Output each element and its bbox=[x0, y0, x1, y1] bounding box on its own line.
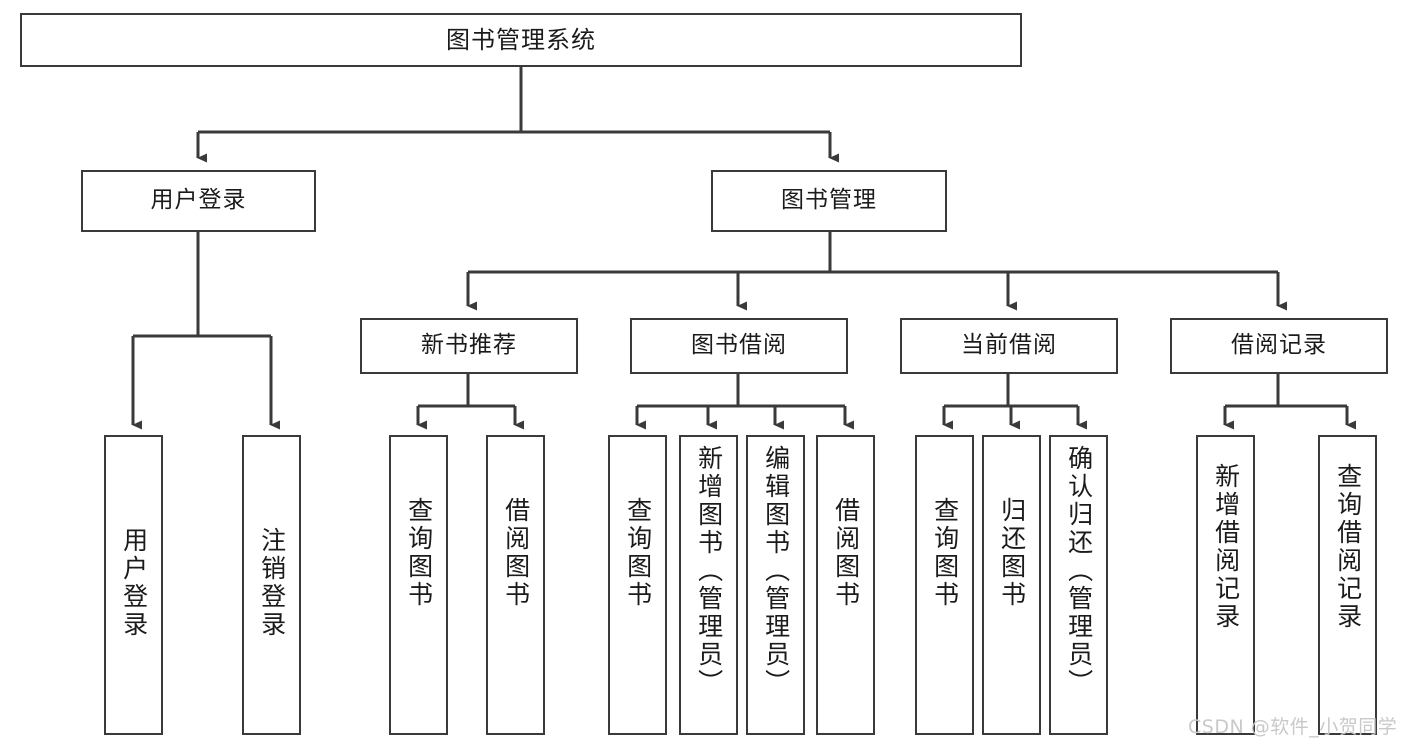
node-label: 查询图书 bbox=[404, 497, 434, 609]
node-label: 归还图书 bbox=[997, 497, 1027, 609]
node-user-login[interactable]: 用户登录 bbox=[81, 170, 316, 232]
node-label: 新增图书（管理员） bbox=[694, 445, 724, 697]
node-label: 用户登录 bbox=[119, 527, 149, 639]
node-label: 当前借阅 bbox=[961, 332, 1057, 359]
node-leaf-user-logout[interactable]: 注销登录 bbox=[242, 435, 301, 735]
node-label: 图书管理系统 bbox=[446, 25, 596, 54]
node-leaf-edit-book[interactable]: 编辑图书（管理员） bbox=[746, 435, 805, 735]
node-label: 新增借阅记录 bbox=[1211, 463, 1241, 631]
node-label: 注销登录 bbox=[257, 527, 287, 639]
node-label: 图书管理 bbox=[781, 187, 877, 214]
node-leaf-query-book-2[interactable]: 查询图书 bbox=[608, 435, 667, 735]
node-leaf-query-record[interactable]: 查询借阅记录 bbox=[1318, 435, 1377, 735]
node-label: 用户登录 bbox=[150, 187, 247, 214]
node-label: 新书推荐 bbox=[421, 332, 517, 359]
node-leaf-borrow-book-2[interactable]: 借阅图书 bbox=[816, 435, 875, 735]
node-label: 查询图书 bbox=[623, 497, 653, 609]
node-leaf-add-book[interactable]: 新增图书（管理员） bbox=[679, 435, 738, 735]
node-leaf-borrow-book-1[interactable]: 借阅图书 bbox=[486, 435, 545, 735]
node-book-borrow[interactable]: 图书借阅 bbox=[630, 318, 848, 374]
node-label: 借阅记录 bbox=[1231, 332, 1327, 359]
node-label: 借阅图书 bbox=[831, 497, 861, 609]
node-label: 编辑图书（管理员） bbox=[761, 445, 791, 697]
node-leaf-return-book[interactable]: 归还图书 bbox=[982, 435, 1041, 735]
node-leaf-user-login[interactable]: 用户登录 bbox=[104, 435, 163, 735]
node-current-borrow[interactable]: 当前借阅 bbox=[900, 318, 1118, 374]
node-leaf-query-book-1[interactable]: 查询图书 bbox=[389, 435, 448, 735]
node-root-book-management-system[interactable]: 图书管理系统 bbox=[20, 13, 1022, 67]
node-label: 查询借阅记录 bbox=[1333, 463, 1363, 631]
node-leaf-query-book-3[interactable]: 查询图书 bbox=[915, 435, 974, 735]
node-label: 图书借阅 bbox=[691, 332, 787, 359]
node-leaf-add-record[interactable]: 新增借阅记录 bbox=[1196, 435, 1255, 735]
node-label: 借阅图书 bbox=[501, 497, 531, 609]
node-book-management[interactable]: 图书管理 bbox=[711, 170, 947, 232]
node-new-book-recommend[interactable]: 新书推荐 bbox=[360, 318, 578, 374]
node-label: 查询图书 bbox=[930, 497, 960, 609]
node-leaf-confirm-return[interactable]: 确认归还（管理员） bbox=[1049, 435, 1108, 735]
node-label: 确认归还（管理员） bbox=[1064, 445, 1094, 697]
node-borrow-record[interactable]: 借阅记录 bbox=[1170, 318, 1388, 374]
